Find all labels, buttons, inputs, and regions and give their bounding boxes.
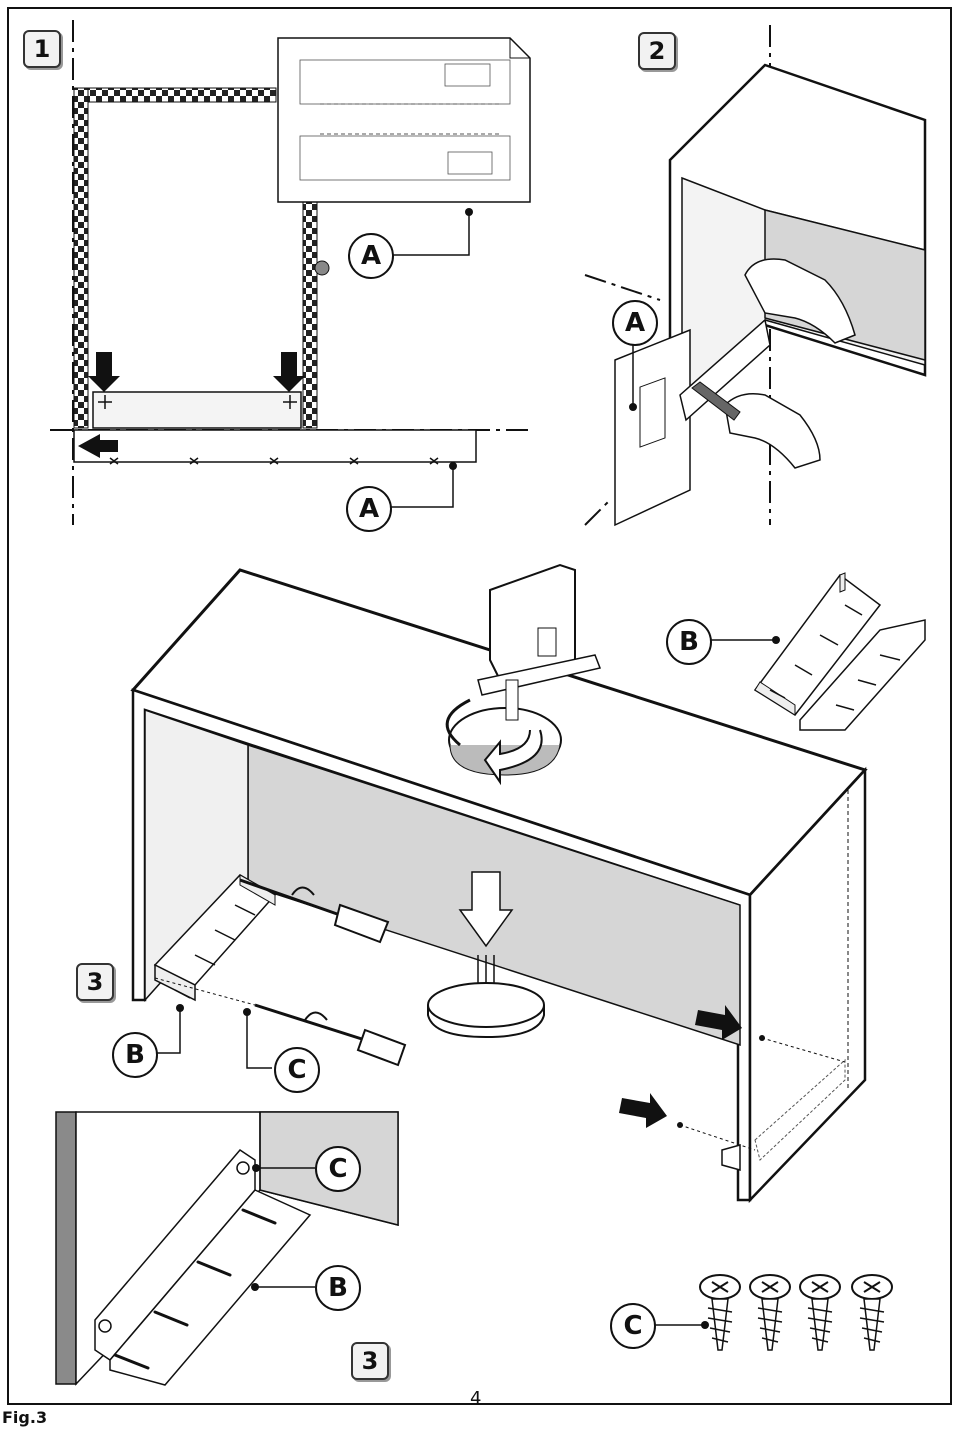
step-3-badge: 3 (76, 963, 114, 1001)
arrow-icon (458, 871, 514, 948)
callout-template-wall-A: A (612, 300, 658, 346)
jigsaw-icon (477, 563, 602, 721)
hand-icon (744, 258, 856, 344)
step3-cabinet (130, 563, 868, 1204)
page-frame (7, 7, 952, 1405)
screw-icon (749, 1274, 791, 1351)
callout-screws-C: C (610, 1303, 656, 1349)
screwdriver-icon (254, 1003, 407, 1067)
step-3-detail-badge: 3 (351, 1342, 389, 1380)
page-number: 4 (470, 1388, 482, 1409)
screw-icon (699, 1274, 741, 1351)
callout-screw-mount-C: C (274, 1047, 320, 1093)
template-sheet (277, 37, 531, 203)
arrow-icon (695, 1005, 742, 1040)
hand-icon (724, 393, 821, 469)
screwdriver-icon (239, 878, 390, 944)
step2-panel (584, 25, 927, 527)
callout-bracket-mount-B: B (112, 1032, 158, 1078)
pencil-icon (691, 381, 741, 421)
step-1-badge: 1 (23, 30, 61, 68)
arrow-icon (88, 352, 120, 392)
figure-label: Fig.3 (2, 1408, 48, 1427)
brackets-B (710, 572, 926, 731)
screw-icon (851, 1274, 893, 1351)
step1-panel (50, 20, 531, 525)
callout-bracket-detail-B: B (315, 1265, 361, 1311)
callout-screw-detail-C: C (315, 1146, 361, 1192)
arrow-icon (78, 434, 118, 458)
arrow-icon (273, 352, 305, 392)
screws-C (655, 1274, 893, 1351)
callout-template-A: A (348, 233, 394, 279)
arrow-icon (619, 1093, 667, 1128)
step-2-badge: 2 (638, 32, 676, 70)
callout-brackets-B: B (666, 619, 712, 665)
callout-template-edge-A: A (346, 486, 392, 532)
screw-icon (799, 1274, 841, 1351)
